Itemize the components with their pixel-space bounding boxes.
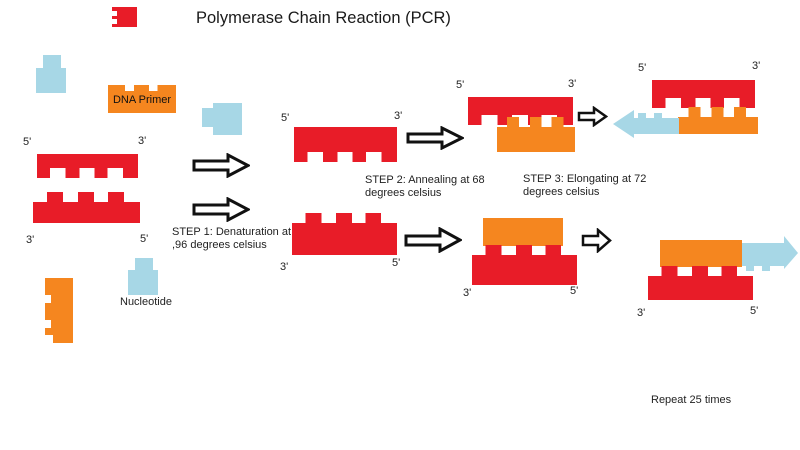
denatured-bottom-3-label: 3' [280, 261, 289, 273]
denatured-bottom-strand [292, 213, 397, 255]
elongation-top-primer [678, 107, 758, 134]
polymerase-extension-arrow-right [742, 233, 799, 272]
annealed-bottom-3-label: 3' [463, 287, 472, 299]
denatured-top-strand [294, 127, 397, 162]
annealed-top-primer [497, 117, 575, 152]
elongation-top-template-strand [652, 80, 755, 108]
dsdna-bottom-5-label: 5' [140, 233, 149, 245]
denatured-top-3-label: 3' [394, 110, 403, 122]
annealed-bottom-5-label: 5' [570, 285, 579, 297]
step1-caption: STEP 1: Denaturation at,96 degrees celsi… [172, 226, 292, 251]
dsdna-top-5-label: 5' [23, 136, 32, 148]
denatured-top-5-label: 5' [281, 112, 290, 124]
dsdna-bottom-strand [33, 192, 140, 223]
elongation-bottom-template-strand [648, 266, 753, 300]
dna-primer-legend: DNA Primer [108, 85, 176, 113]
step1-arrow-top-icon [192, 153, 250, 178]
annealed-bottom-primer [483, 218, 563, 246]
nucleotide-label: Nucleotide [120, 296, 172, 308]
elongation-bottom-5-label: 5' [750, 305, 759, 317]
elongation-top-5-label: 5' [638, 62, 647, 74]
step2-arrow-bottom-icon [404, 227, 462, 253]
elongation-bottom-3-label: 3' [637, 307, 646, 319]
repeat-note: Repeat 25 times [651, 394, 732, 406]
elongation-top-3-label: 3' [752, 60, 761, 72]
polymerase-extension-arrow-left [612, 107, 680, 140]
dna-primer-label: DNA Primer [112, 94, 172, 106]
step2-arrow-top-icon [406, 126, 464, 150]
denatured-bottom-5-label: 5' [392, 257, 401, 269]
elongation-bottom-primer [660, 240, 742, 267]
page-title: Polymerase Chain Reaction (PCR) [196, 9, 451, 27]
step1-arrow-bottom-icon [192, 197, 250, 222]
step3-arrow-top-icon [577, 106, 608, 127]
annealed-bottom-template-strand [472, 245, 577, 285]
dsdna-top-strand [37, 154, 138, 178]
dsdna-top-3-label: 3' [138, 135, 147, 147]
dsdna-bottom-3-label: 3' [26, 234, 35, 246]
annealed-top-3-label: 3' [568, 78, 577, 90]
step3-arrow-bottom-icon [581, 228, 612, 253]
annealed-top-5-label: 5' [456, 79, 465, 91]
